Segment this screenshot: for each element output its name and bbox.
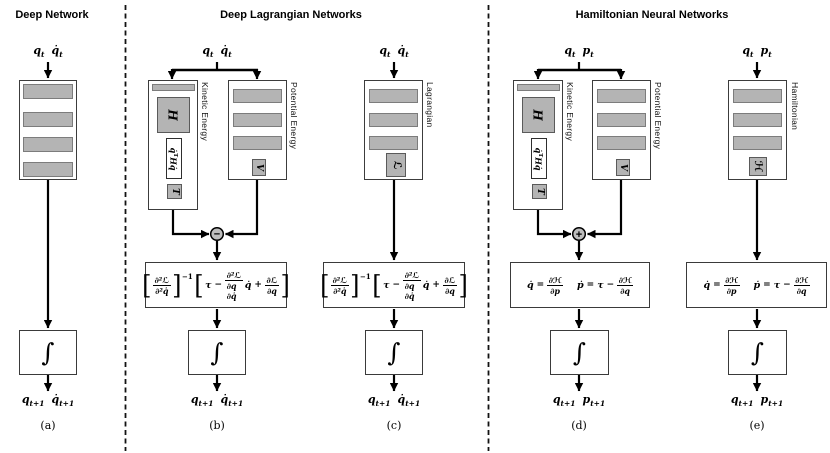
section-title-hamiltonian: Hamiltonian Neural Networks	[575, 9, 729, 21]
layer-bar	[23, 112, 73, 127]
kinetic-energy-label-b: Kinetic Energy	[200, 82, 210, 142]
caption-d: (d)	[571, 419, 587, 432]
plus-operator: +	[576, 229, 582, 241]
layer-bar	[733, 136, 782, 150]
section-title-deep-network: Deep Network	[15, 9, 89, 21]
section-separator-lines	[124, 5, 490, 451]
layer-bar	[369, 88, 418, 103]
lagrangian-network: ℒ	[364, 80, 423, 180]
layer-bar	[233, 112, 282, 127]
layer-bar	[597, 112, 646, 127]
hamiltonian-label: Hamiltonian	[790, 82, 800, 131]
layer-bar	[23, 162, 73, 177]
lagrangian-dynamics-equation-c: [∂²ℒ∂²q̇]−1[τ−∂²ℒ∂q ∂q̇q̇+∂ℒ∂q]	[320, 262, 468, 308]
layer-bar	[597, 88, 646, 103]
add-junction: +	[571, 226, 587, 242]
caption-e: (e)	[749, 419, 765, 432]
quadratic-form-box: q̇THq̇	[165, 138, 182, 179]
kinetic-energy-network-b: H q̇THq̇ T	[148, 80, 198, 210]
qT-H-q-label: q̇THq̇	[168, 147, 179, 170]
integral-icon: ∫	[387, 338, 401, 367]
layer-bar	[369, 136, 418, 150]
integrator-box-b: ∫	[188, 330, 246, 375]
caption-a: (a)	[40, 419, 56, 432]
integrator-box-c: ∫	[365, 330, 423, 375]
kinetic-energy-label-d: Kinetic Energy	[565, 82, 575, 142]
integral-icon: ∫	[41, 338, 55, 367]
integral-icon: ∫	[572, 338, 587, 367]
subtract-junction: −	[209, 226, 225, 242]
integrator-box-e: ∫	[728, 330, 787, 375]
layer-bar	[233, 136, 282, 150]
flow-arrows	[43, 62, 762, 392]
mass-matrix-box: H	[521, 97, 555, 133]
kinetic-T-box: T	[531, 184, 547, 199]
lagrangian-dynamics-equation-b: [∂²ℒ∂²q̇]−1[τ−∂²ℒ∂q ∂q̇q̇+∂ℒ∂q]	[142, 262, 290, 308]
kinetic-energy-network-d: H q̇THq̇ T	[513, 80, 563, 210]
caption-c: (c)	[386, 419, 402, 432]
mass-matrix-box: H	[156, 97, 190, 133]
kinetic-T-box: T	[166, 184, 182, 199]
potential-energy-network-d: V	[592, 80, 651, 180]
lagrangian-label: Lagrangian	[425, 82, 435, 128]
layer-bar	[23, 137, 73, 152]
layer-bar	[369, 112, 418, 127]
potential-V-box: V	[615, 159, 630, 176]
hamiltonian-network: ℋ	[728, 80, 787, 180]
integral-icon: ∫	[750, 338, 765, 367]
integral-icon: ∫	[210, 338, 224, 367]
caption-b: (b)	[209, 419, 225, 432]
qT-H-q-label: q̇THq̇	[533, 147, 544, 170]
integrator-box-d: ∫	[550, 330, 609, 375]
layer-bar	[23, 84, 73, 99]
potential-energy-label-d: Potential Energy	[653, 82, 663, 150]
lagrangian-L-box: ℒ	[386, 153, 406, 177]
potential-energy-label-b: Potential Energy	[289, 82, 299, 150]
layer-bar	[733, 88, 782, 103]
deep-network-box	[19, 80, 77, 180]
potential-energy-network-b: V	[228, 80, 287, 180]
layer-bar	[151, 83, 195, 91]
layer-bar	[597, 136, 646, 150]
hamiltonian-H-box: ℋ	[749, 157, 767, 176]
layer-bar	[733, 112, 782, 127]
section-title-deep-lagrangian: Deep Lagrangian Networks	[220, 9, 362, 21]
quadratic-form-box: q̇THq̇	[530, 138, 547, 179]
layer-bar	[516, 83, 560, 91]
integrator-box-a: ∫	[19, 330, 77, 375]
minus-operator: −	[214, 229, 220, 241]
layer-bar	[233, 88, 282, 103]
potential-V-box: V	[251, 159, 266, 176]
